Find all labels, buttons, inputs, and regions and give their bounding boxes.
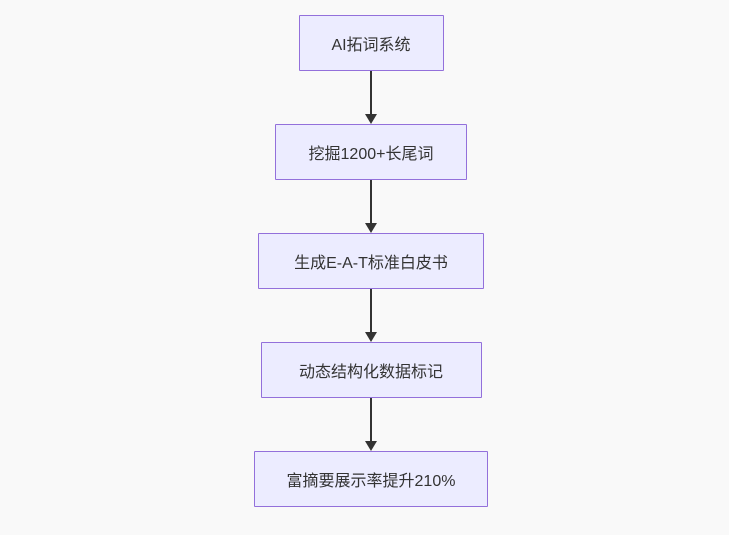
- arrow-line: [370, 398, 372, 441]
- arrowhead-down-icon: [365, 223, 377, 233]
- arrow-connector: [365, 289, 377, 342]
- flowchart-node: 富摘要展示率提升210%: [254, 451, 488, 507]
- arrow-connector: [365, 71, 377, 124]
- arrow-line: [370, 289, 372, 332]
- flowchart-node: 动态结构化数据标记: [260, 342, 482, 398]
- arrowhead-down-icon: [365, 441, 377, 451]
- flowchart-node-label: 动态结构化数据标记: [298, 364, 443, 381]
- arrow-connector: [365, 180, 377, 233]
- flowchart: AI拓词系统 挖掘1200+长尾词 生成E-A-T标准白皮书 动态结构化数据标记: [254, 15, 488, 507]
- arrow-line: [370, 180, 372, 223]
- flowchart-node: 生成E-A-T标准白皮书: [258, 233, 484, 289]
- flowchart-node: AI拓词系统: [298, 15, 444, 71]
- flowchart-node-label: AI拓词系统: [331, 37, 411, 54]
- flowchart-node: 挖掘1200+长尾词: [275, 124, 467, 180]
- arrowhead-down-icon: [365, 114, 377, 124]
- flowchart-node-label: 富摘要展示率提升210%: [286, 473, 456, 490]
- arrow-connector: [365, 398, 377, 451]
- arrow-line: [370, 71, 372, 114]
- flowchart-node-label: 生成E-A-T标准白皮书: [294, 255, 448, 272]
- flowchart-node-label: 挖掘1200+长尾词: [308, 146, 434, 163]
- arrowhead-down-icon: [365, 332, 377, 342]
